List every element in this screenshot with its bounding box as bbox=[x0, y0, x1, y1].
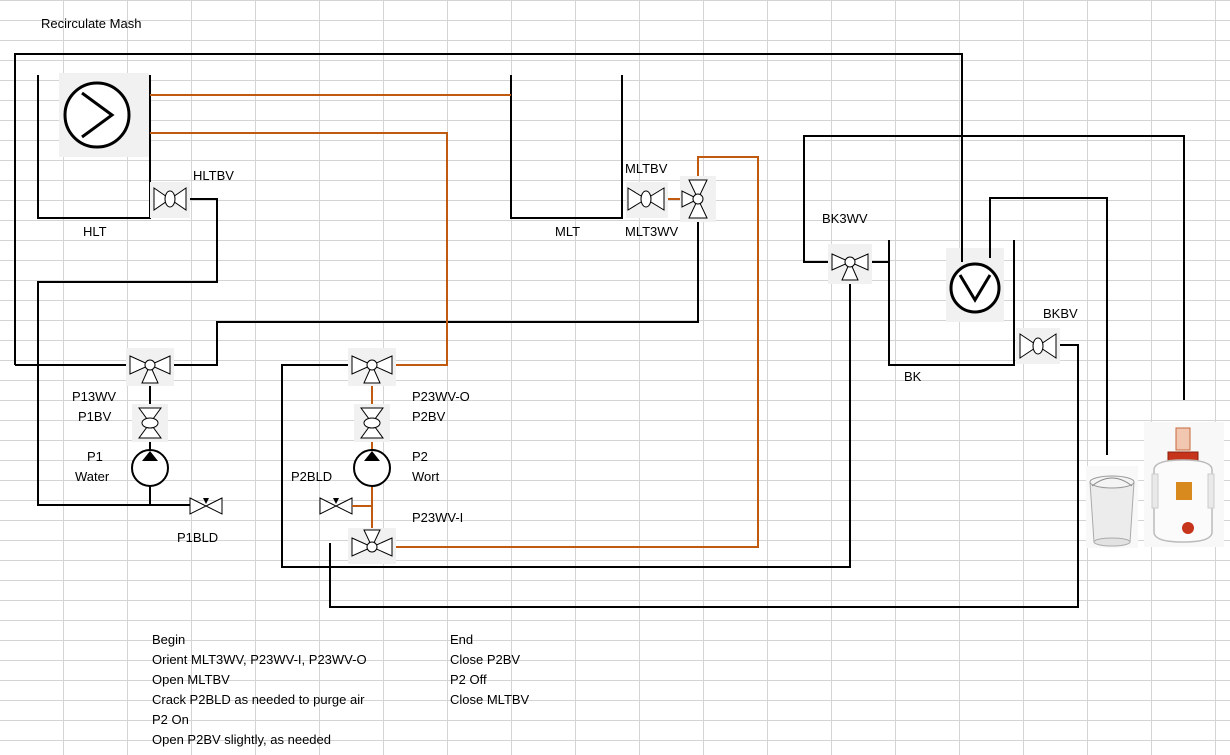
fermenter-icon bbox=[1144, 422, 1224, 547]
p23wv-i-valve-icon[interactable] bbox=[348, 528, 396, 564]
p1bld-label: P1BLD bbox=[177, 530, 219, 545]
begin-step: P2 On bbox=[152, 712, 189, 727]
bk3wv-label: BK3WV bbox=[822, 211, 868, 226]
begin-heading: Begin bbox=[152, 632, 186, 647]
mlt-label: MLT bbox=[555, 224, 581, 239]
p2-pump-icon[interactable] bbox=[353, 449, 391, 487]
p2-name-label: P2 bbox=[412, 449, 428, 464]
hltbv-label: HLTBV bbox=[193, 168, 234, 183]
p1bld-valve-icon[interactable] bbox=[189, 497, 223, 515]
begin-step: Open P2BV slightly, as needed bbox=[152, 732, 331, 747]
p23wv-o-valve-icon[interactable] bbox=[348, 348, 396, 386]
p13wv-valve-icon[interactable] bbox=[126, 348, 174, 386]
p2bv-valve-icon[interactable] bbox=[354, 404, 390, 442]
page-title: Recirculate Mash bbox=[41, 16, 142, 31]
bkbv-label: BKBV bbox=[1043, 306, 1078, 321]
begin-step: Open MLTBV bbox=[152, 672, 230, 687]
begin-step: Crack P2BLD as needed to purge air bbox=[152, 692, 365, 707]
end-step: Close P2BV bbox=[450, 652, 521, 667]
mltbv-label: MLTBV bbox=[625, 161, 668, 176]
p23wv-o-label: P23WV-O bbox=[412, 389, 470, 404]
begin-step: Orient MLT3WV, P23WV-I, P23WV-O bbox=[152, 652, 367, 667]
end-procedure: End Close P2BV P2 Off Close MLTBV bbox=[450, 630, 529, 710]
p1-service-label: Water bbox=[75, 469, 110, 484]
p2-service-label: Wort bbox=[412, 469, 440, 484]
end-heading: End bbox=[450, 632, 474, 647]
bk-label: BK bbox=[904, 369, 922, 384]
bk3wv-valve-icon[interactable] bbox=[828, 244, 872, 284]
bucket-icon bbox=[1086, 466, 1138, 548]
p1bv-label: P1BV bbox=[78, 409, 112, 424]
p1-name-label: P1 bbox=[87, 449, 103, 464]
mltbv-valve-icon[interactable] bbox=[626, 182, 668, 218]
hlt-label: HLT bbox=[83, 224, 107, 239]
bk-heat-exchanger-icon bbox=[949, 262, 1001, 314]
wort-piping bbox=[150, 94, 759, 548]
p1bv-valve-icon[interactable] bbox=[132, 404, 168, 442]
end-step: P2 Off bbox=[450, 672, 487, 687]
hltbv-valve-icon[interactable] bbox=[150, 182, 190, 218]
bkbv-valve-icon[interactable] bbox=[1016, 328, 1060, 364]
begin-procedure: Begin Orient MLT3WV, P23WV-I, P23WV-O Op… bbox=[152, 630, 367, 750]
p13wv-label: P13WV bbox=[72, 389, 117, 404]
p2bld-label: P2BLD bbox=[291, 469, 333, 484]
mlt3wv-valve-icon[interactable] bbox=[680, 176, 716, 222]
mlt3wv-label: MLT3WV bbox=[625, 224, 679, 239]
hlt-heat-exchanger-icon bbox=[63, 81, 131, 149]
water-piping bbox=[14, 53, 1185, 608]
p1-pump-icon[interactable] bbox=[131, 449, 169, 487]
end-step: Close MLTBV bbox=[450, 692, 530, 707]
p2bv-label: P2BV bbox=[412, 409, 446, 424]
p2bld-valve-icon[interactable] bbox=[319, 497, 372, 515]
p23wv-i-label: P23WV-I bbox=[412, 510, 464, 525]
